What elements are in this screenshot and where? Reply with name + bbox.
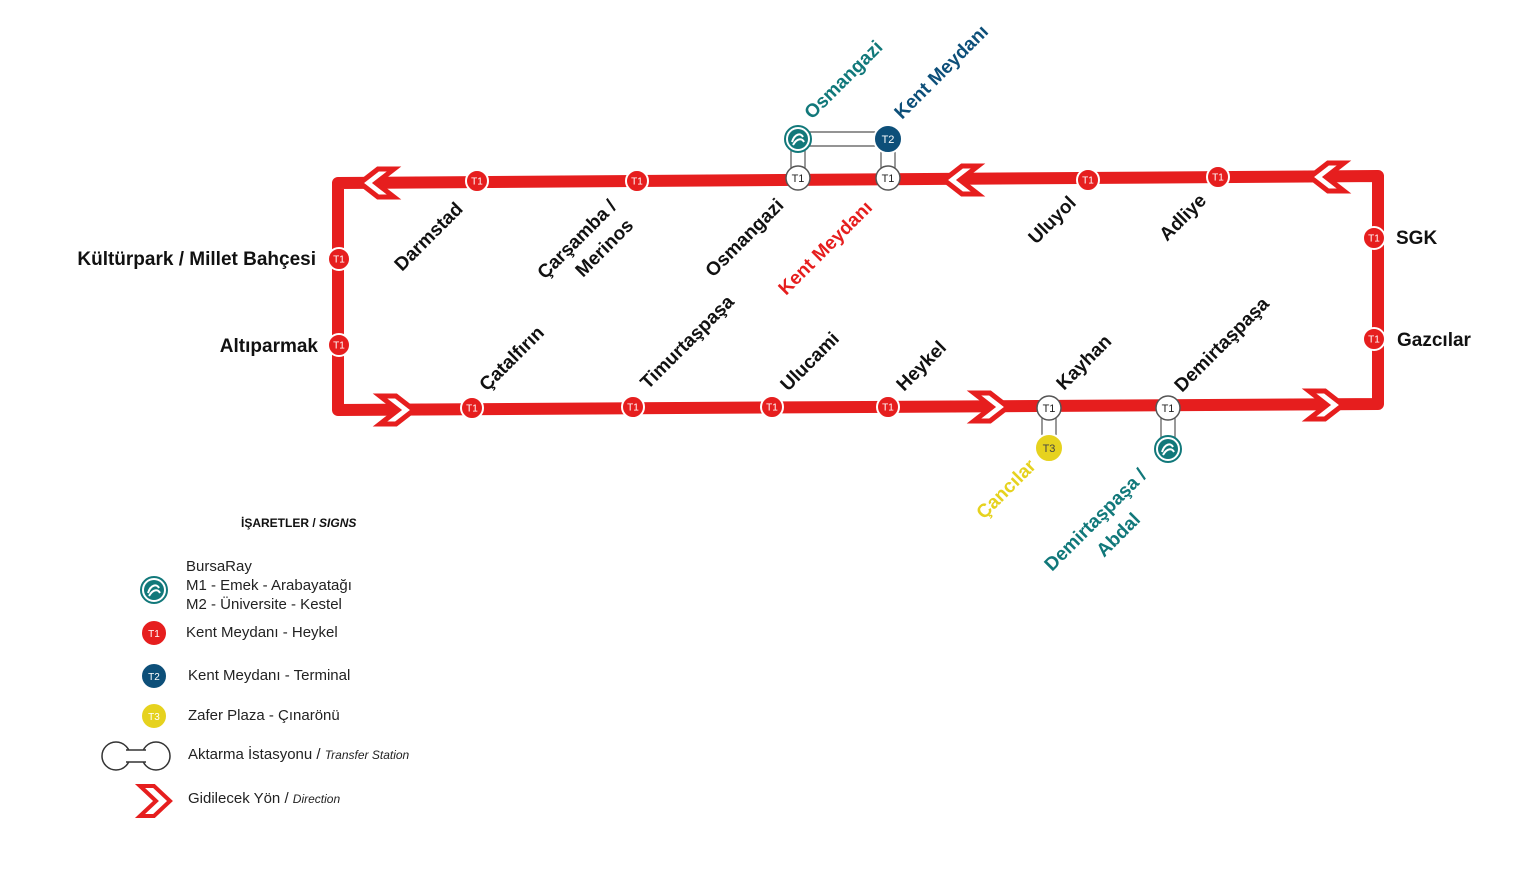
bursaray-icon[interactable] — [1154, 435, 1182, 463]
station-badge-adliye[interactable] — [1206, 165, 1230, 189]
station-badge-timurtaspasa[interactable] — [621, 395, 645, 419]
legend-t2-badge-icon: T2 — [140, 662, 168, 690]
station-badge-uluyol[interactable] — [1076, 168, 1100, 192]
station-label-sgk: SGK — [1396, 228, 1437, 249]
t3-badge-icon[interactable]: T3 — [1034, 433, 1064, 463]
legend-t3-badge-icon: T3 — [140, 702, 168, 730]
station-label-altiparmak: Altıparmak — [220, 336, 319, 357]
station-label-kulturpark: Kültürpark / Millet Bahçesi — [77, 249, 316, 270]
station-label-heykel: Heykel — [893, 337, 951, 395]
station-label-catalfirin: Çatalfırın — [476, 322, 549, 395]
svg-text:T2: T2 — [148, 672, 160, 683]
station-badge-heykel[interactable] — [876, 395, 900, 419]
station-label-timurtaspasa: Timurtaşpaşa — [637, 291, 739, 393]
t2-badge-icon[interactable]: T2 — [873, 124, 903, 154]
transfer-label-cancilar: Çancılar — [973, 455, 1041, 523]
legend-bursaray-icon — [140, 576, 168, 604]
station-badge-altiparmak[interactable] — [327, 333, 351, 357]
svg-text:T3: T3 — [148, 712, 160, 723]
station-badge-darmstad[interactable] — [465, 169, 489, 193]
svg-text:T1: T1 — [148, 629, 160, 640]
station-badge-kayhan[interactable] — [1036, 395, 1062, 421]
station-badge-osmangazi[interactable] — [785, 165, 811, 191]
station-badge-ulucami[interactable] — [760, 395, 784, 419]
station-label-kayhan: Kayhan — [1053, 331, 1116, 394]
transfer-label-osmangazi-bursaray: Osmangazi — [801, 37, 888, 124]
transfer-label-kent-meydani-t2: Kent Meydanı — [891, 21, 993, 123]
bursaray-icon[interactable] — [784, 125, 812, 153]
station-badge-sgk[interactable] — [1362, 226, 1386, 250]
station-label-uluyol: Uluyol — [1025, 193, 1081, 249]
station-label-darmstad: Darmstad — [391, 199, 468, 276]
station-badge-catalfirin[interactable] — [460, 396, 484, 420]
station-badge-carsamba[interactable] — [625, 169, 649, 193]
station-badge-gazcilar[interactable] — [1362, 327, 1386, 351]
station-label-adliye: Adliye — [1156, 190, 1211, 245]
station-label-gazcilar: Gazcılar — [1397, 330, 1472, 351]
station-label-kent-meydani: Kent Meydanı — [775, 197, 877, 299]
station-label-demirtaspasa: Demirtaşpaşa — [1171, 293, 1274, 396]
legend-t1-badge-icon: T1 — [140, 619, 168, 647]
legend-transfer-station-icon — [101, 741, 171, 771]
t2-badge-label: T2 — [882, 134, 895, 146]
station-badge-demirtaspasa[interactable] — [1155, 395, 1181, 421]
station-badge-kulturpark[interactable] — [327, 247, 351, 271]
t3-badge-label: T3 — [1043, 443, 1056, 455]
station-label-ulucami: Ulucami — [777, 328, 844, 395]
station-label-osmangazi: Osmangazi — [702, 195, 789, 282]
legend-direction-chevron-icon — [134, 784, 173, 818]
station-badge-kent-meydani[interactable] — [875, 165, 901, 191]
